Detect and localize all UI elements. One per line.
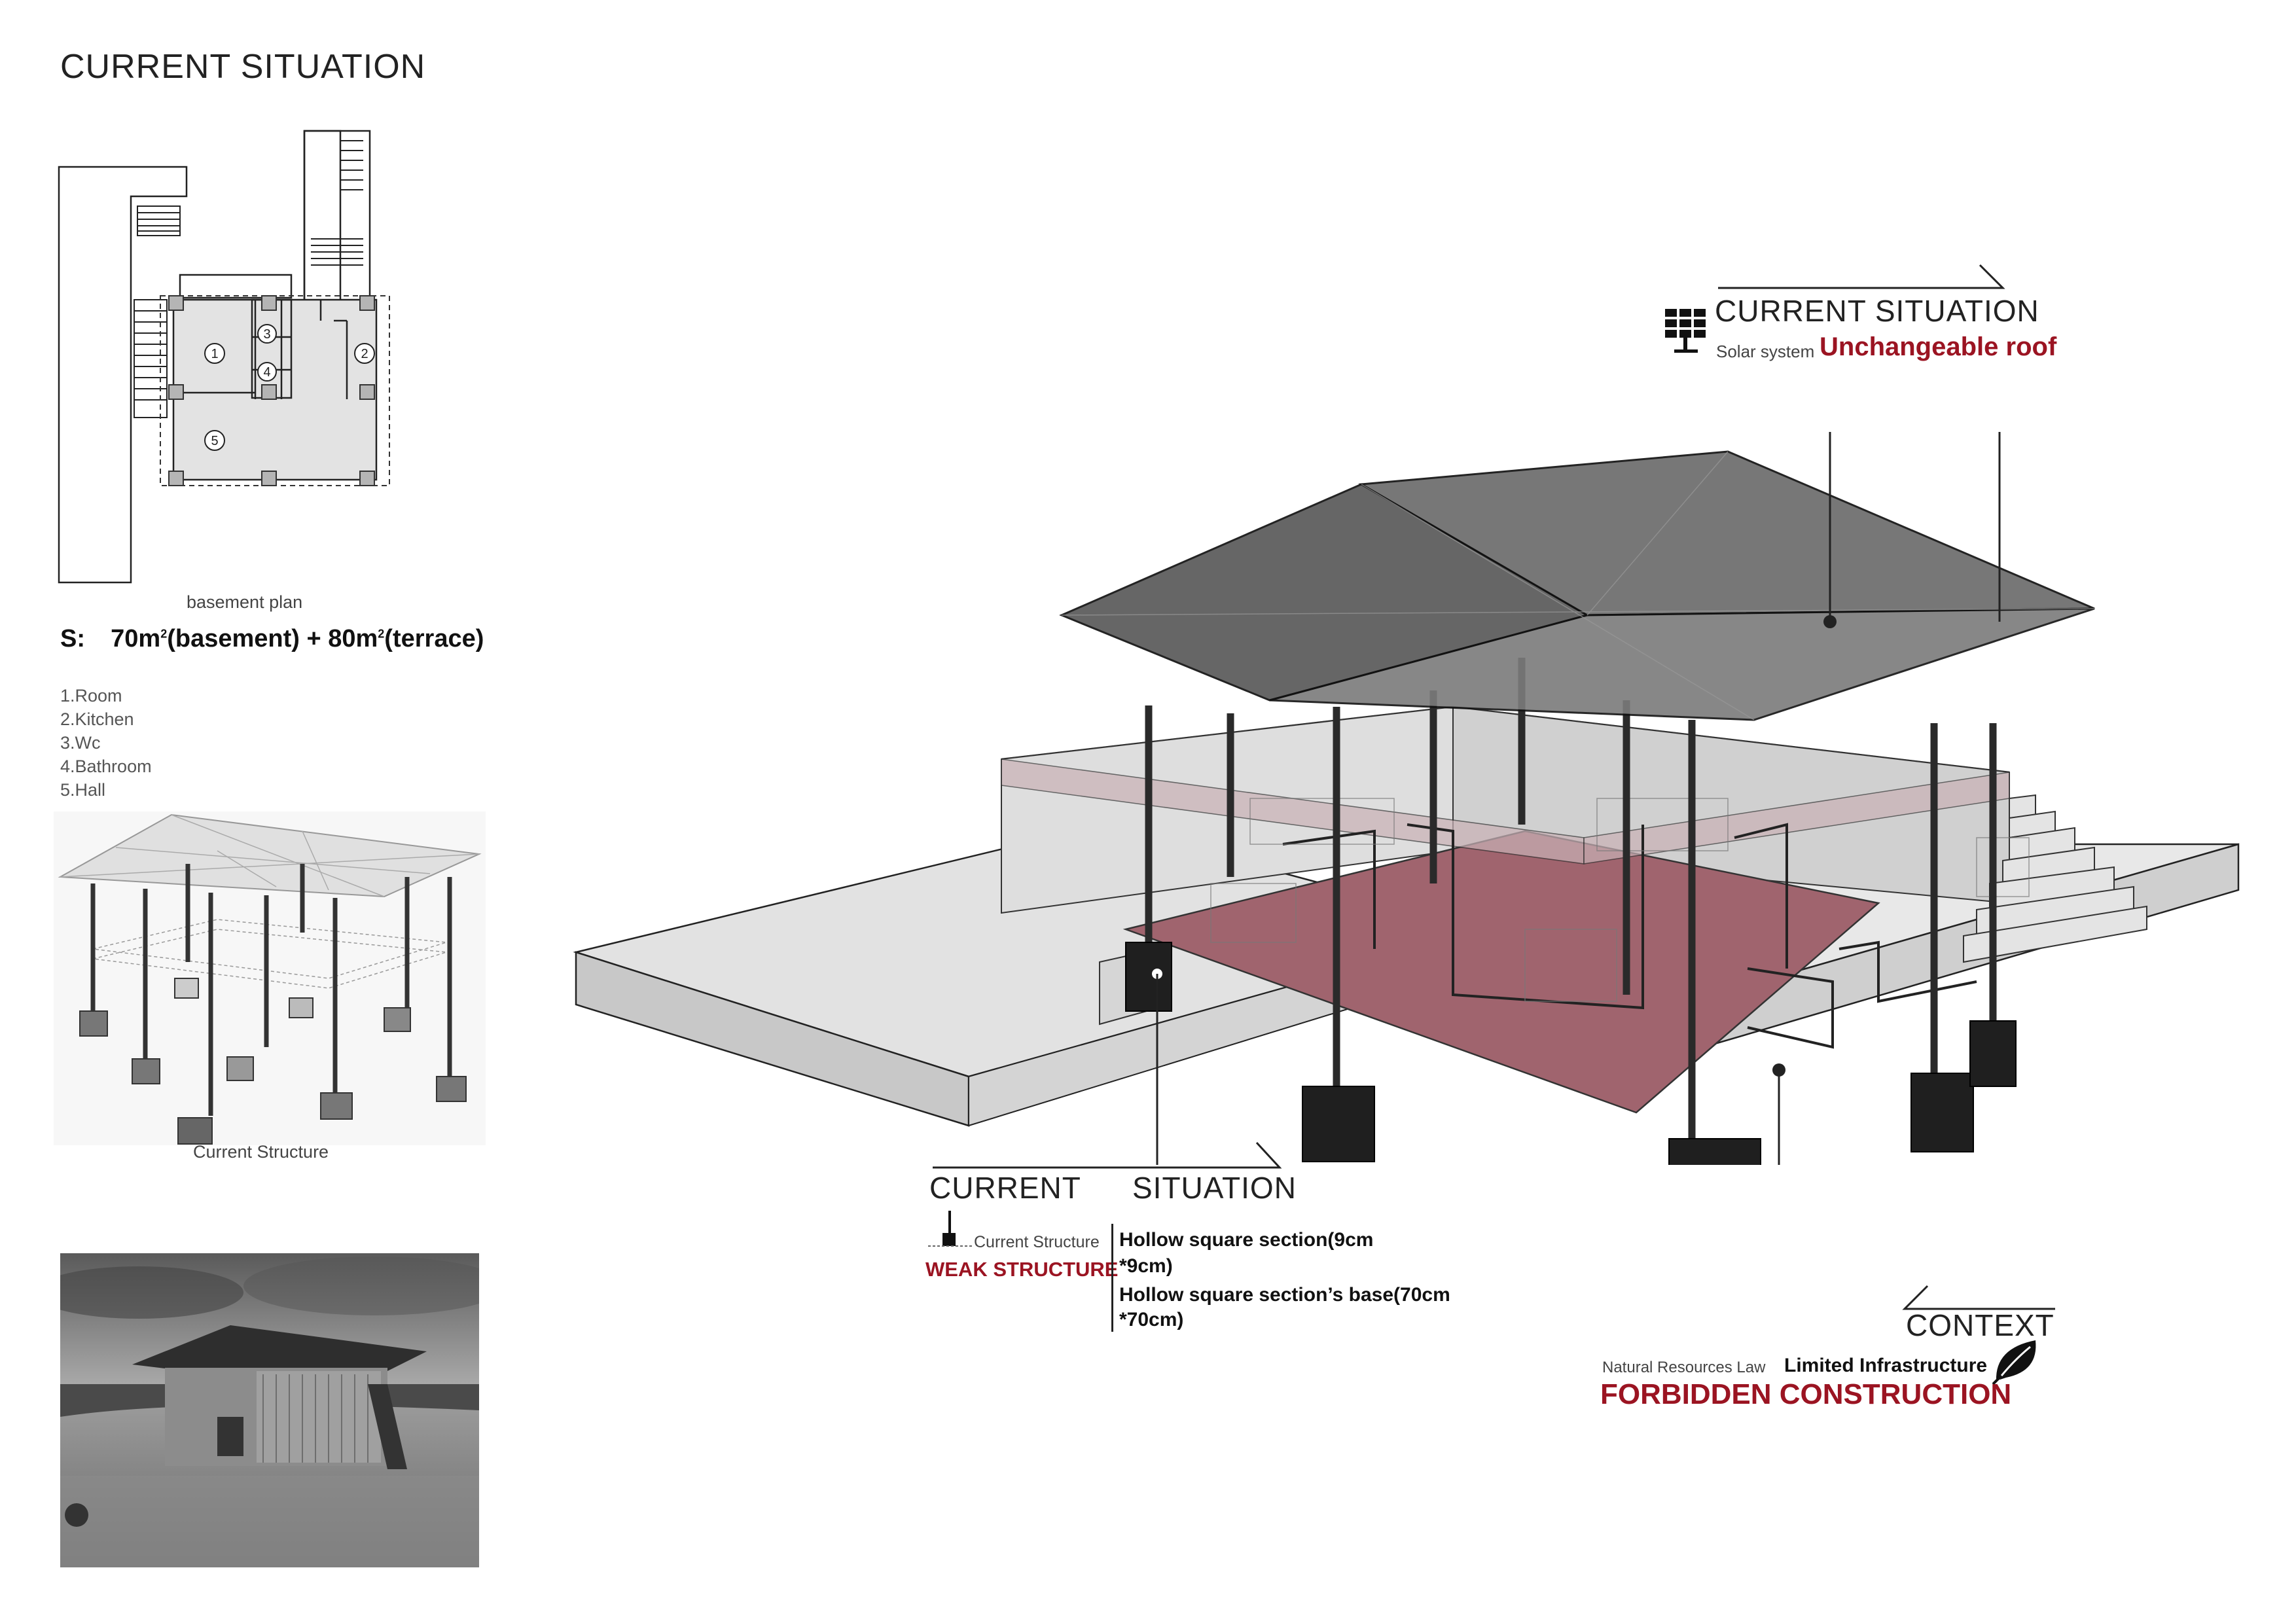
area-basement: 70m [111,625,161,652]
legend-item: 3.Wc [60,733,101,753]
callout-structure-rule [933,1141,1282,1169]
callout-structure-highlight: WEAK STRUCTURE [925,1258,1119,1281]
room-number-2 [354,343,375,364]
area-terrace-label: (terrace) [384,625,484,652]
callout-structure-detail-2a: Hollow square section’s base(70cm [1119,1284,1450,1306]
structure-axonometric [54,812,486,1145]
callout-context-detail: Limited Infrastructure [1784,1355,1988,1376]
callout-context-heading: CONTEXT [1906,1308,2054,1342]
building-axonometric [573,432,2240,1165]
area-basement-label: (basement) + 80m [167,625,378,652]
room-legend: 1.Room 2.Kitchen 3.Wc 4.Bathroom 5.Hall [60,684,152,802]
callout-roof-rule [1718,264,2005,289]
callout-context-sublabel: Natural Resources Law [1602,1359,1766,1376]
area-summary: S: 70m2(basement) + 80m2(terrace) [60,625,484,653]
solar-panel-icon [1665,309,1706,353]
callout-roof-heading: CURRENT SITUATION [1715,294,2039,328]
callout-context-highlight: FORBIDDEN CONSTRUCTION [1600,1378,2012,1410]
room-label-4: 4 [263,365,270,380]
structure-caption: Current Structure [193,1142,329,1162]
legend-item: 4.Bathroom [60,757,152,776]
area-basement-sup: 2 [160,627,168,641]
room-number-4 [257,362,277,382]
site-photo [60,1253,479,1567]
legend-item: 2.Kitchen [60,709,134,729]
page-title: CURRENT SITUATION [60,48,426,86]
callout-structure-heading-right: SITUATION [1132,1171,1297,1205]
area-terrace-sup: 2 [378,627,385,641]
room-number-1 [204,343,225,364]
callout-structure-sublabel: Current Structure [974,1233,1100,1251]
callout-structure-detail-2b: *70cm) [1119,1309,1184,1330]
area-prefix: S: [60,625,85,652]
column-section-icon [928,1211,973,1247]
room-label-3: 3 [263,327,270,342]
callout-context-rule [1902,1285,2055,1310]
plan-caption: basement plan [187,592,303,612]
callout-structure-divider [1111,1224,1113,1332]
callout-structure-detail-1a: Hollow square section(9cm [1119,1229,1374,1251]
callout-structure-heading-left: CURRENT [929,1171,1081,1205]
room-label-2: 2 [361,347,368,361]
room-number-3 [257,324,277,344]
callout-roof-sublabel: Solar system [1716,342,1815,361]
legend-item: 1.Room [60,686,122,705]
leaf-icon [1992,1340,2036,1385]
room-number-5 [204,430,225,451]
room-label-1: 1 [211,347,218,361]
callout-roof-highlight: Unchangeable roof [1820,332,2057,361]
room-label-5: 5 [211,434,218,448]
legend-item: 5.Hall [60,780,106,800]
callout-structure-detail-1b: *9cm) [1119,1255,1173,1277]
basement-plan-drawing: 1 2 3 4 5 [58,130,390,584]
